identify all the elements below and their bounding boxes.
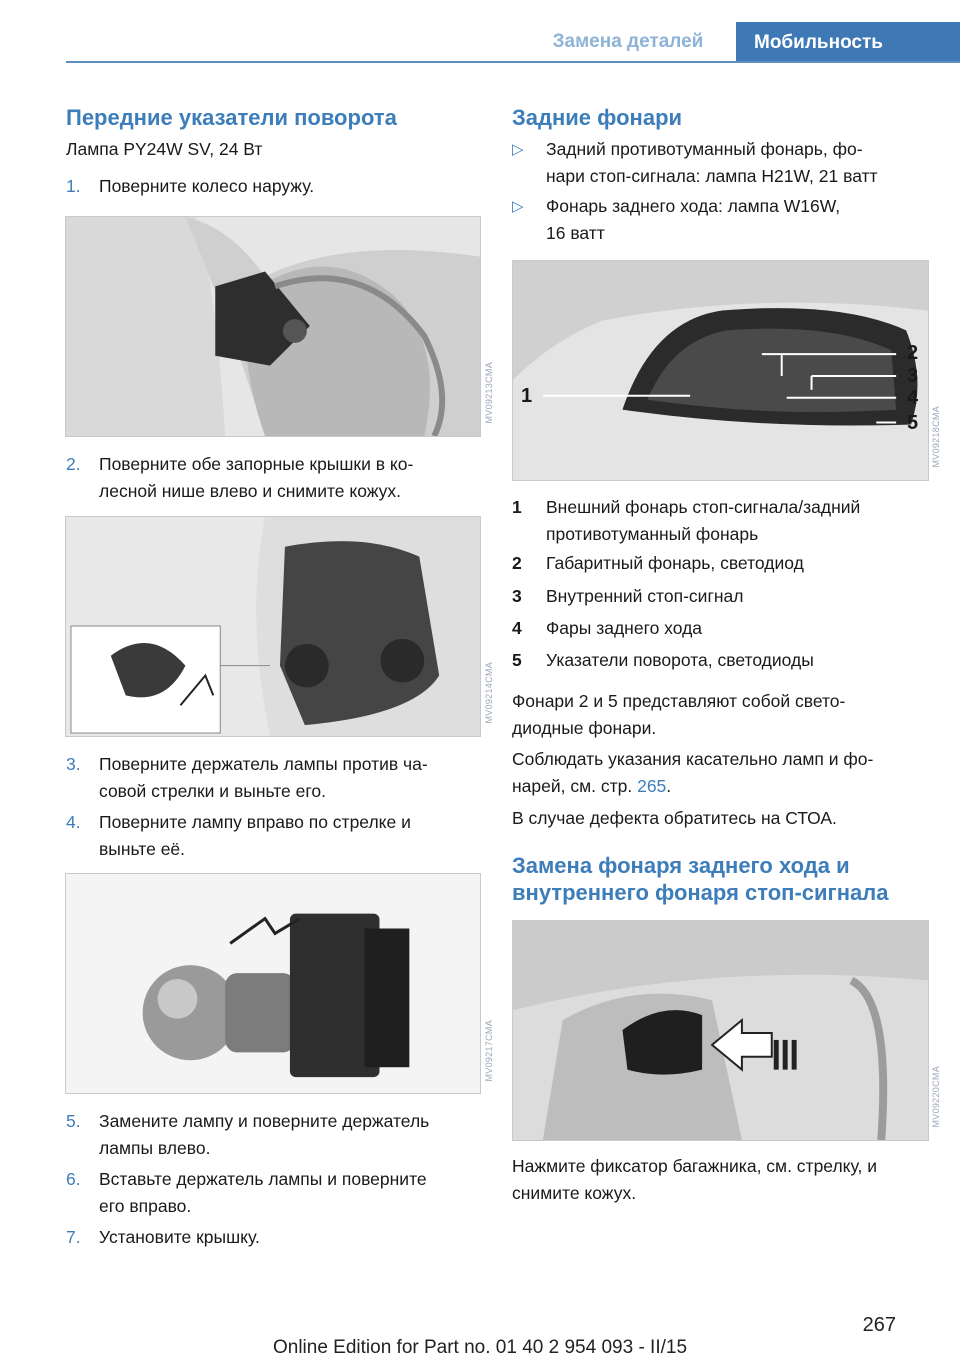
legend-number: 4 [512,618,522,638]
legend-number: 3 [512,586,522,606]
page-number: 267 [862,1314,896,1336]
legend-text-line: Внешний фонарь стоп-сигнала/задний [546,497,861,517]
step-number: 4. [66,812,81,832]
step-number: 5. [66,1111,81,1131]
step-text-line: Вставьте держатель лампы и поверните [99,1169,427,1189]
wheel-arch-image [65,216,481,437]
paragraph-line: В случае дефекта обратитесь на СТОА. [512,808,837,828]
legend-text: Фары заднего хода [546,618,703,638]
image-code: MV09214CMA [484,662,494,724]
step-number: 1. [66,176,81,196]
header-rule [66,61,960,63]
paragraph-line: Соблюдать указания касательно ламп и фо‐ [512,749,874,769]
legend-number: 2 [512,553,522,573]
step-text: Установите крышку. [99,1227,260,1247]
figure-label: 3 [907,365,919,387]
step-text: Поверните колесо наружу. [99,176,315,196]
subheading-line: Замена фонаря заднего хода и [512,853,850,878]
step-text-line: совой стрелки и выньте его. [99,781,326,801]
paragraph-line: диодные фонари. [512,718,657,738]
paragraph-line: Фонари 2 и 5 представляют собой свето‐ [512,691,846,711]
left-heading: Передние указатели поворота [66,105,397,130]
legend-number: 1 [512,497,522,517]
legend-text-line: противотуманный фонарь [546,524,759,544]
figure-label: 5 [907,412,919,434]
image-code: MV09213CMA [484,362,494,424]
paragraph-text: . [666,776,672,796]
step-number: 2. [66,454,81,474]
caption-line: снимите кожух. [512,1183,637,1203]
lamp-spec: Лампа PY24W SV, 24 Вт [66,139,263,159]
bullet-text-line: Фонарь заднего хода: лампа W16W, [546,196,841,216]
image-code: MV09220CMA [931,1066,941,1128]
figure-label: 4 [907,387,919,409]
footer-edition: Online Edition for Part no. 01 40 2 954 … [272,1337,688,1358]
step-text-line: Поверните лампу вправо по стрелке и [99,812,411,832]
bulb-holder-image [65,873,481,1094]
step-text-line: Поверните обе запорные крышки в ко‐ [99,454,414,474]
figure-label: 2 [907,342,919,364]
legend-text: Указатели поворота, светодиоды [546,650,814,670]
step-text-line: Поверните держатель лампы против ча‐ [99,754,428,774]
step-number: 6. [66,1169,81,1189]
step-text-line: Замените лампу и поверните держатель [99,1111,430,1131]
bullet-text-line: 16 ватт [546,223,605,243]
figure-label: 1 [521,385,533,407]
step-text-line: его вправо. [99,1196,192,1216]
bullet-triangle-icon: ▷ [512,141,524,158]
image-code: MV09218CMA [931,406,941,468]
bullet-text-line: Задний противотуманный фонарь, фо‐ [546,139,863,159]
caption-line: Нажмите фиксатор багажника, см. стрелку,… [512,1156,878,1176]
image-code: MV09217CMA [484,1020,494,1082]
trunk-latch-image [512,920,929,1141]
step-text-line: лесной нише влево и снимите кожух. [99,481,402,501]
right-heading: Задние фонари [512,105,683,130]
legend-text: Внутренний стоп-сигнал [546,586,744,606]
subheading-line: внутреннего фонаря стоп-сигнала [512,880,889,905]
bullet-text-line: нари стоп-сигнала: лампа H21W, 21 ватт [546,166,878,186]
paragraph-text: нарей, см. стр. [512,776,638,796]
step-number: 7. [66,1227,81,1247]
step-number: 3. [66,754,81,774]
cover-image [65,516,481,737]
header-chapter-tab: Мобильность [736,22,960,63]
page-reference-link[interactable]: 265 [637,776,667,796]
paragraph-line: нарей, см. стр. 265. [512,773,671,800]
legend-number: 5 [512,650,522,670]
step-text-line: лампы влево. [99,1138,211,1158]
bullet-triangle-icon: ▷ [512,198,524,215]
taillight-image: 1 2 3 4 5 [512,260,929,481]
header-section-title: Замена деталей [552,31,704,52]
step-text-line: выньте её. [99,839,186,859]
legend-text: Габаритный фонарь, светодиод [546,553,804,573]
